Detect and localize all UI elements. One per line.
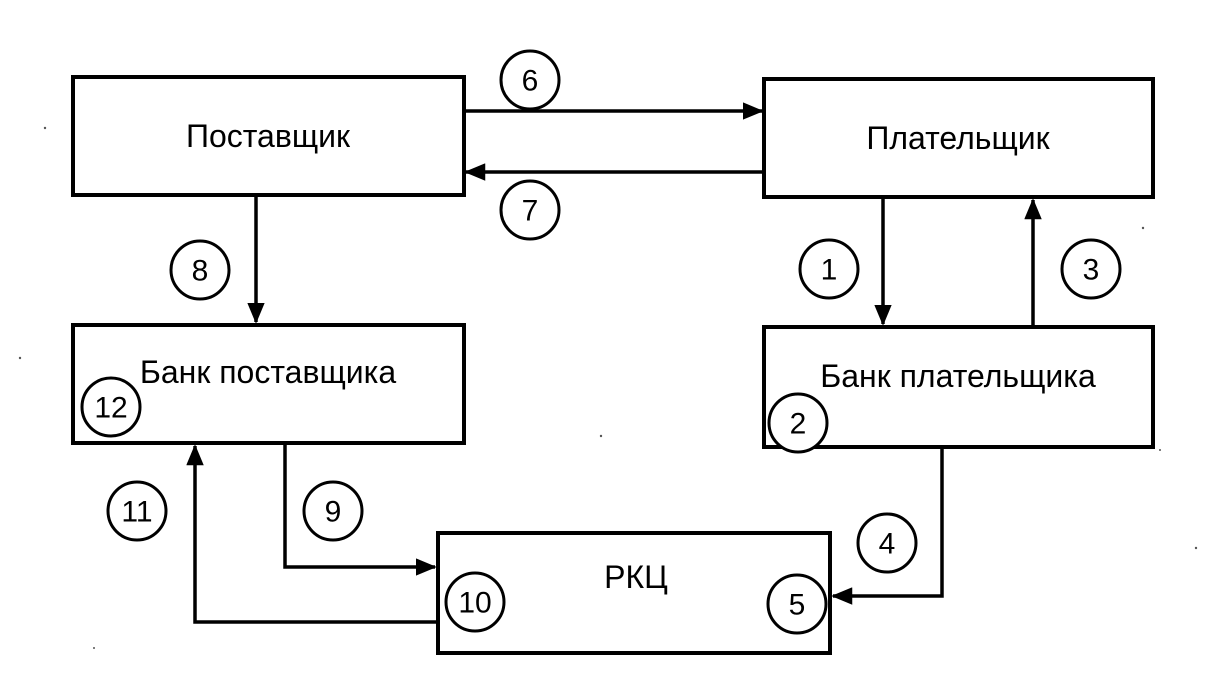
svg-text:4: 4 (879, 528, 896, 561)
arrow-supplier-bank-to-rkc (283, 445, 437, 576)
scan-specks (18, 126, 1198, 649)
step-2-badge: 2 (767, 392, 829, 454)
step-5-badge: 5 (766, 573, 828, 635)
svg-text:3: 3 (1083, 254, 1100, 287)
step-1-badge: 1 (798, 238, 860, 300)
arrow-payer-bank-to-rkc (831, 449, 944, 605)
step-4-badge: 4 (856, 512, 918, 574)
svg-text:2: 2 (790, 408, 807, 441)
step-6-badge: 6 (499, 49, 561, 111)
svg-text:5: 5 (789, 589, 806, 622)
svg-text:7: 7 (522, 195, 539, 228)
supplier-node: Поставщик (71, 75, 466, 197)
svg-text:11: 11 (121, 496, 152, 529)
supplier-bank-node: Банк поставщика (71, 323, 466, 445)
supplier-label: Поставщик (186, 118, 351, 154)
payer-bank-label: Банк плательщика (820, 358, 1096, 394)
step-9-badge: 9 (302, 480, 364, 542)
payer-label: Плательщик (866, 120, 1050, 156)
step-11-badge: 11 (106, 480, 168, 542)
payer-bank-node: Банк плательщика (762, 325, 1155, 449)
step-8-badge: 8 (169, 239, 231, 301)
rkc-label: РКЦ (604, 559, 668, 595)
svg-text:8: 8 (192, 255, 209, 288)
step-3-badge: 3 (1060, 238, 1122, 300)
svg-text:1: 1 (821, 254, 838, 287)
supplier-bank-label: Банк поставщика (140, 354, 396, 390)
svg-text:6: 6 (522, 65, 539, 98)
step-7-badge: 7 (499, 179, 561, 241)
payer-node: Плательщик (762, 77, 1155, 199)
svg-text:9: 9 (325, 496, 342, 529)
step-12-badge: 12 (80, 376, 142, 438)
step-10-badge: 10 (444, 571, 506, 633)
svg-text:10: 10 (458, 587, 491, 620)
svg-text:12: 12 (94, 392, 127, 425)
arrow-rkc-to-supplier-bank (186, 444, 438, 624)
